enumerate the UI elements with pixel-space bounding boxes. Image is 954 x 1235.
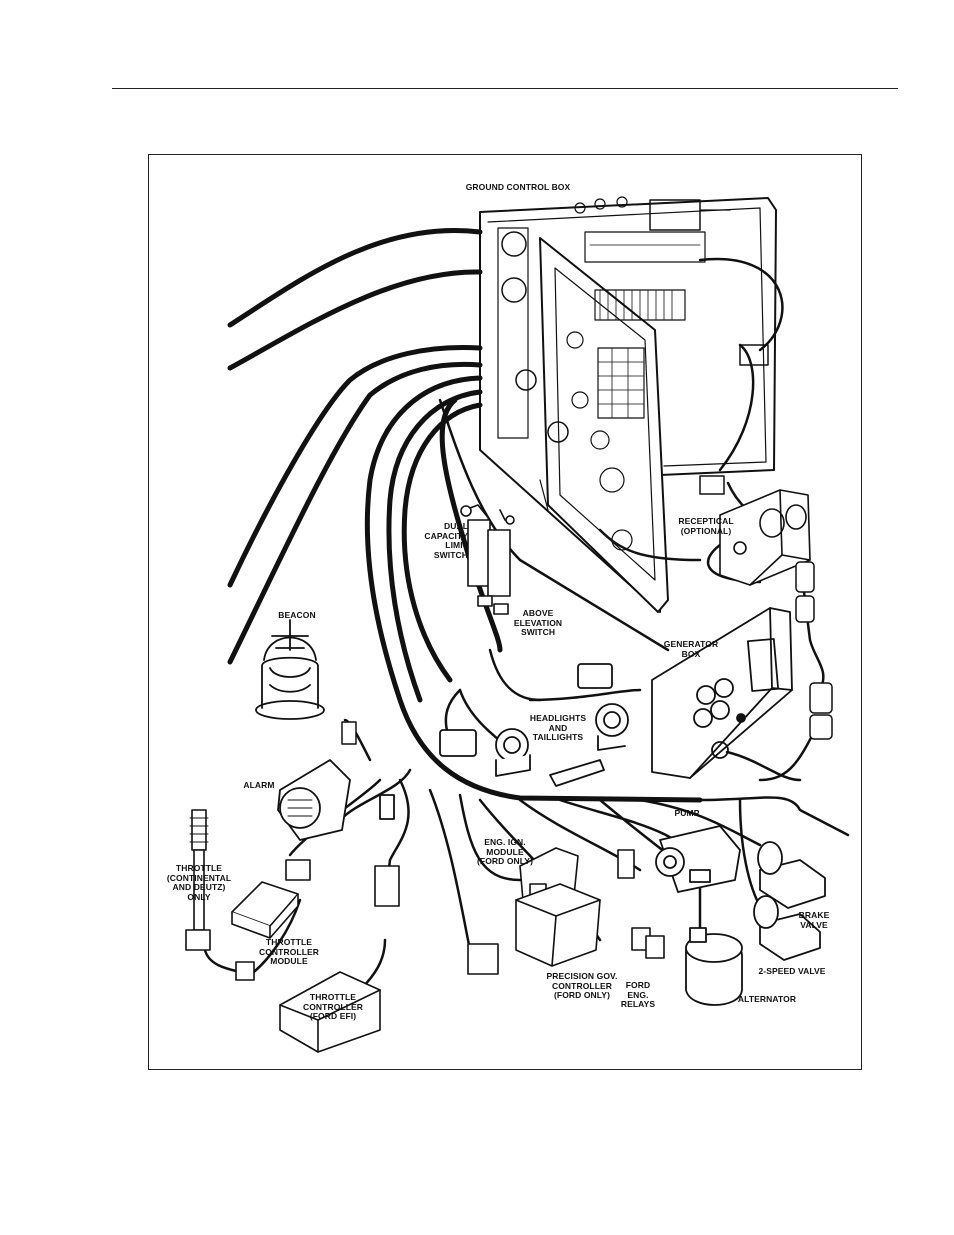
receptical-box — [719, 489, 811, 586]
limit-switch — [460, 504, 515, 615]
generator-box-label: GENERATOR BOX — [663, 639, 719, 659]
throttle-controller-module-label: THROTTLE CONTROLLER MODULE — [258, 937, 320, 966]
precision-gov-controller-label: PRECISION GOV. CONTROLLER (FORD ONLY) — [546, 971, 618, 1000]
alternator-label: ALTERNATOR — [737, 994, 797, 1004]
throttle-label: THROTTLE (CONTINENTAL AND DEUTZ) ONLY — [166, 863, 232, 902]
header-rule — [112, 88, 898, 89]
headlights-taillights-label: HEADLIGHTS AND TAILLIGHTS — [529, 713, 587, 742]
brake-valve — [757, 841, 826, 909]
throttle-controller-efi — [279, 865, 400, 1053]
pump-label: PUMP — [674, 808, 700, 818]
two-speed-valve-label: 2-SPEED VALVE — [758, 966, 826, 976]
ford-eng-relays-label: FORD ENG. RELAYS — [620, 980, 656, 1009]
receptical-label: RECEPTICAL (OPTIONAL) — [678, 516, 734, 536]
plug-connectors — [795, 561, 833, 740]
throttle-controller-efi-label: THROTTLE CONTROLLER (FORD EFI) — [302, 992, 364, 1021]
throttle-actuator — [185, 809, 255, 981]
ford-relays — [631, 927, 665, 959]
relay-connector — [467, 849, 635, 975]
beacon-label: BEACON — [278, 610, 316, 620]
dual-capacity-limit-switch-label: DUAL CAPACITY LIMIT SWITCH — [424, 521, 468, 560]
eng-ign-module-label: ENG. IGN. MODULE (FORD ONLY) — [476, 837, 534, 866]
headlights-group — [439, 663, 629, 787]
pump-motor — [655, 825, 741, 893]
precision-gov-controller — [515, 883, 601, 967]
two-speed-valve — [753, 895, 821, 961]
alternator — [685, 927, 743, 1006]
main-harness — [227, 228, 703, 803]
ground-control-box-label: GROUND CONTROL BOX — [465, 182, 571, 192]
brake-valve-label: BRAKE VALVE — [798, 910, 830, 930]
above-elevation-switch-label: ABOVE ELEVATION SWITCH — [513, 608, 563, 637]
throttle-controller-module — [231, 859, 311, 939]
alarm-horn — [277, 759, 395, 841]
figure-frame — [148, 154, 862, 1070]
ground-control-box — [479, 196, 784, 613]
beacon-connector — [341, 721, 357, 745]
alarm-label: ALARM — [243, 780, 275, 790]
beacon-lamp — [255, 619, 325, 720]
generator-box — [651, 607, 793, 779]
